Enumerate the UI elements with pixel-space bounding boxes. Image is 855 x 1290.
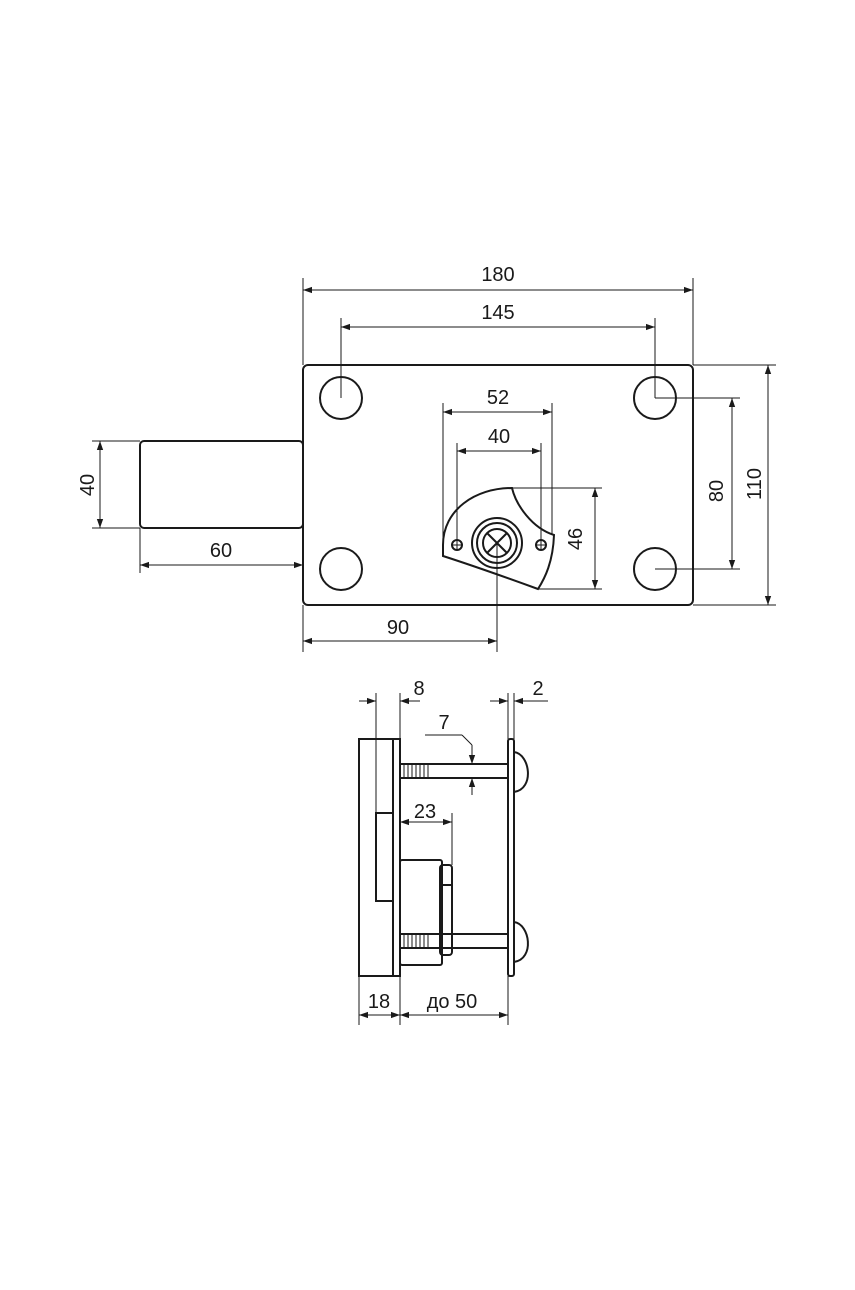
dim-cylinder-screw-spacing: 40: [488, 426, 510, 448]
dim-screw-diameter: 7: [438, 712, 449, 734]
mounting-plate: [392, 738, 401, 977]
top-knob: [513, 750, 529, 794]
cylinder-cap: [439, 864, 453, 956]
dim-backset: 90: [387, 617, 409, 639]
dim-overall-width: 180: [481, 264, 514, 286]
dim-plate-thickness: 8: [413, 678, 424, 700]
cylinder-housing: [399, 859, 443, 966]
dim-cylinder-flange-height: 46: [565, 528, 587, 550]
dimension-lines-front: [96, 286, 772, 645]
outer-plate: [507, 738, 515, 977]
dim-door-thickness: до 50: [427, 991, 478, 1013]
side-view: 8 2 7 23 18 до 50: [358, 678, 548, 1025]
dim-mount-hole-spacing-h: 145: [481, 302, 514, 324]
mount-hole-bottom-left: [319, 547, 363, 591]
bottom-knob: [513, 920, 529, 964]
dim-bolt-length: 60: [210, 540, 232, 562]
dim-body-depth: 18: [368, 991, 390, 1013]
dim-mount-hole-spacing-v: 80: [706, 480, 728, 502]
dimension-lines-side: [359, 697, 548, 1019]
dim-cylinder-flange-width: 52: [487, 387, 509, 409]
bolt-side: [375, 812, 394, 902]
front-view: 180 145 52 40 46 80 110 40 60 90: [77, 264, 776, 652]
extension-lines-front: [92, 278, 776, 652]
dim-overall-height: 110: [744, 468, 766, 500]
bolt: [139, 440, 304, 529]
dim-bolt-height: 40: [77, 474, 99, 496]
top-screw: [399, 763, 511, 779]
bottom-screw: [399, 933, 511, 949]
dim-cylinder-offset: 23: [414, 801, 436, 823]
cylinder-flange: [442, 486, 556, 591]
dim-knob-plate-thickness: 2: [532, 678, 543, 700]
